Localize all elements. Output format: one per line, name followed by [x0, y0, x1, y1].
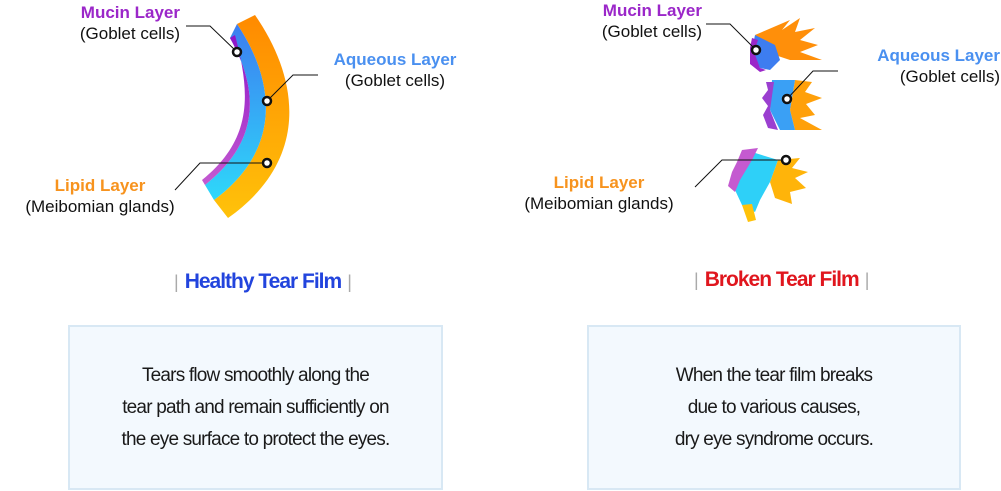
healthy-aqueous-marker [261, 95, 273, 107]
healthy-arc [202, 15, 290, 218]
broken-middle-mucin [762, 82, 778, 130]
broken-middle-aqueous [770, 80, 795, 130]
healthy-description-box: Tears flow smoothly along the tear path … [68, 325, 443, 490]
healthy-description-line: tear path and remain sufficiently on [122, 396, 389, 418]
broken-mucin-sub: (Goblet cells) [601, 22, 702, 41]
broken-bottom-lipid [770, 158, 808, 204]
healthy-aqueous-label: Aqueous Layer (Goblet cells) [310, 50, 480, 92]
broken-mucin-leader [706, 23, 757, 51]
healthy-lipid-leader [174, 162, 267, 191]
broken-heading: |Broken Tear Film| [688, 268, 875, 292]
broken-description-line: due to various causes, [687, 396, 861, 418]
healthy-description-line: Tears flow smoothly along the [141, 364, 370, 386]
broken-mucin-title: Mucin Layer [602, 1, 702, 20]
broken-lipid-sub: (Meibomian glands) [524, 194, 674, 213]
healthy-lipid-marker [261, 157, 273, 169]
healthy-aqueous-layer [205, 24, 266, 200]
broken-markers [750, 44, 793, 166]
healthy-leader-lines [174, 25, 318, 191]
broken-lipid-label: Lipid Layer (Meibomian glands) [498, 173, 700, 215]
healthy-aqueous-leader [266, 74, 318, 102]
healthy-mucin-layer [202, 35, 250, 185]
broken-lipid-leader [694, 159, 786, 188]
healthy-mucin-sub: (Goblet cells) [79, 24, 180, 43]
broken-lipid-marker [780, 154, 792, 166]
healthy-aqueous-title: Aqueous Layer [333, 50, 457, 69]
broken-mucin-marker [750, 44, 762, 56]
broken-aqueous-leader [786, 70, 838, 100]
broken-top-aqueous [752, 35, 780, 70]
healthy-lipid-title: Lipid Layer [54, 176, 146, 195]
broken-heading-text: Broken Tear Film [704, 268, 860, 291]
heading-divider-left: | [694, 270, 699, 290]
broken-leader-lines [694, 23, 838, 188]
broken-middle-lipid [790, 80, 822, 130]
tear-film-diagram [174, 15, 838, 222]
heading-divider-left: | [174, 272, 179, 292]
healthy-mucin-leader [186, 25, 238, 53]
healthy-lipid-layer [214, 15, 290, 218]
broken-aqueous-title: Aqueous Layer [877, 46, 1000, 65]
healthy-description: Tears flow smoothly along the tear path … [121, 360, 391, 456]
broken-aqueous-sub: (Goblet cells) [899, 67, 1000, 86]
healthy-heading: |Healthy Tear Film| [168, 270, 358, 294]
healthy-description-line: the eye surface to protect the eyes. [121, 428, 391, 450]
broken-mucin-label: Mucin Layer (Goblet cells) [540, 1, 702, 43]
healthy-lipid-sub: (Meibomian glands) [25, 197, 175, 216]
broken-aqueous-marker [781, 93, 793, 105]
healthy-aqueous-sub: (Goblet cells) [344, 71, 446, 90]
broken-description: When the tear film breaks due to various… [674, 360, 874, 456]
healthy-lipid-label: Lipid Layer (Meibomian glands) [0, 176, 200, 218]
healthy-heading-text: Healthy Tear Film [184, 270, 342, 293]
healthy-mucin-marker [231, 46, 243, 58]
healthy-mucin-label: Mucin Layer (Goblet cells) [20, 3, 180, 45]
broken-bottom-mucin [728, 148, 758, 192]
heading-divider-right: | [864, 270, 870, 290]
broken-aqueous-label: Aqueous Layer (Goblet cells) [830, 46, 1000, 88]
broken-description-box: When the tear film breaks due to various… [587, 325, 961, 490]
broken-lipid-title: Lipid Layer [553, 173, 645, 192]
broken-bottom-lipid-chip [742, 204, 756, 222]
healthy-markers [231, 46, 273, 169]
broken-fragments [728, 18, 822, 222]
broken-description-line: When the tear film breaks [675, 364, 873, 386]
broken-description-line: dry eye syndrome occurs. [674, 428, 874, 450]
heading-divider-right: | [347, 272, 352, 292]
healthy-mucin-title: Mucin Layer [80, 3, 180, 22]
